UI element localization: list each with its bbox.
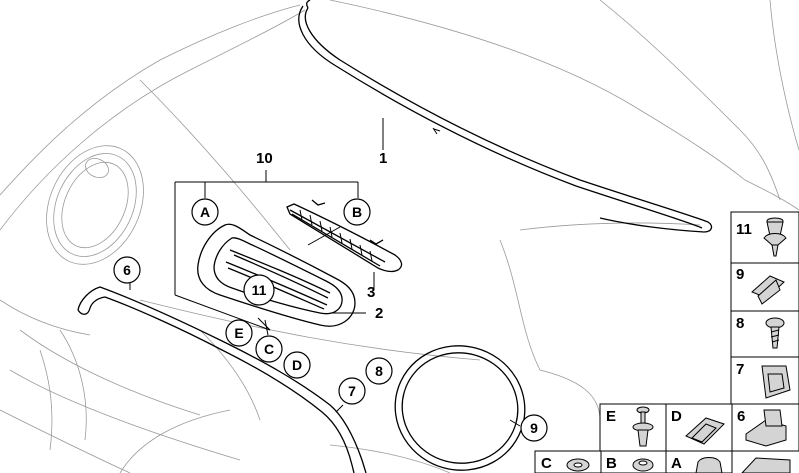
bottom-label-c: C: [541, 455, 552, 472]
circled-callout-d: D: [283, 351, 311, 379]
callout-7-text: 7: [348, 383, 356, 399]
panel-box-8: [730, 310, 799, 358]
group-bracket: [174, 170, 359, 331]
grille-insert: [286, 199, 403, 273]
push-rivet-icon: [763, 217, 787, 257]
headlight-ring: [394, 345, 526, 471]
callout-b-text: B: [352, 204, 362, 220]
clip-nut-icon: [751, 275, 785, 305]
bonnet-seal-strip: [298, 0, 713, 233]
circled-callout-c: C: [255, 335, 283, 363]
circled-callout-8: 8: [365, 357, 393, 385]
panel-label-8: 8: [736, 315, 744, 332]
grommet-icon: [632, 458, 654, 472]
callout-6-text: 6: [123, 262, 131, 278]
callout-2: 2: [375, 305, 383, 322]
grille-surround: [197, 223, 356, 327]
circled-callout-e: E: [225, 319, 253, 347]
circled-callout-6: 6: [113, 256, 141, 284]
panel-corner-piece: [741, 457, 791, 473]
callout-9-text: 9: [530, 420, 538, 436]
callout-10: 10: [256, 150, 273, 167]
callout-c-text: C: [264, 341, 274, 357]
callout-d-text: D: [292, 357, 302, 373]
bottom-fastener-panel: E D 6 C B A: [534, 403, 799, 473]
bottom-label-b: B: [606, 455, 617, 472]
panel-label-11: 11: [736, 221, 752, 238]
bottom-label-a: A: [671, 455, 682, 472]
callout-3: 3: [367, 284, 375, 301]
washer-icon: [566, 458, 590, 472]
callout-1: 1: [379, 150, 387, 167]
trim-clip-icon: [745, 409, 787, 447]
bottom-label-6: 6: [737, 408, 745, 425]
circled-callout-b: B: [343, 198, 371, 226]
callout-a-text: A: [200, 204, 210, 220]
callout-e-text: E: [234, 325, 243, 341]
bottom-label-d: D: [671, 408, 682, 425]
circled-callout-a: A: [191, 198, 219, 226]
callout-11-text: 11: [252, 282, 267, 298]
circled-callout-7: 7: [338, 377, 366, 405]
callout-8-text: 8: [375, 363, 383, 379]
plug-icon: [695, 457, 723, 473]
leader-lines: [129, 118, 521, 427]
expansion-rivet-icon: [632, 406, 654, 447]
bumper-trim-strip: [77, 286, 367, 473]
circled-callout-11: 11: [243, 274, 275, 306]
panel-label-9: 9: [736, 266, 744, 283]
screw-icon: [765, 317, 785, 349]
circled-callout-9: 9: [520, 414, 548, 442]
panel-label-7: 7: [736, 361, 744, 378]
bottom-label-e: E: [606, 408, 616, 425]
clip-nut-d-icon: [685, 417, 725, 445]
spring-clip-icon: [761, 365, 791, 399]
